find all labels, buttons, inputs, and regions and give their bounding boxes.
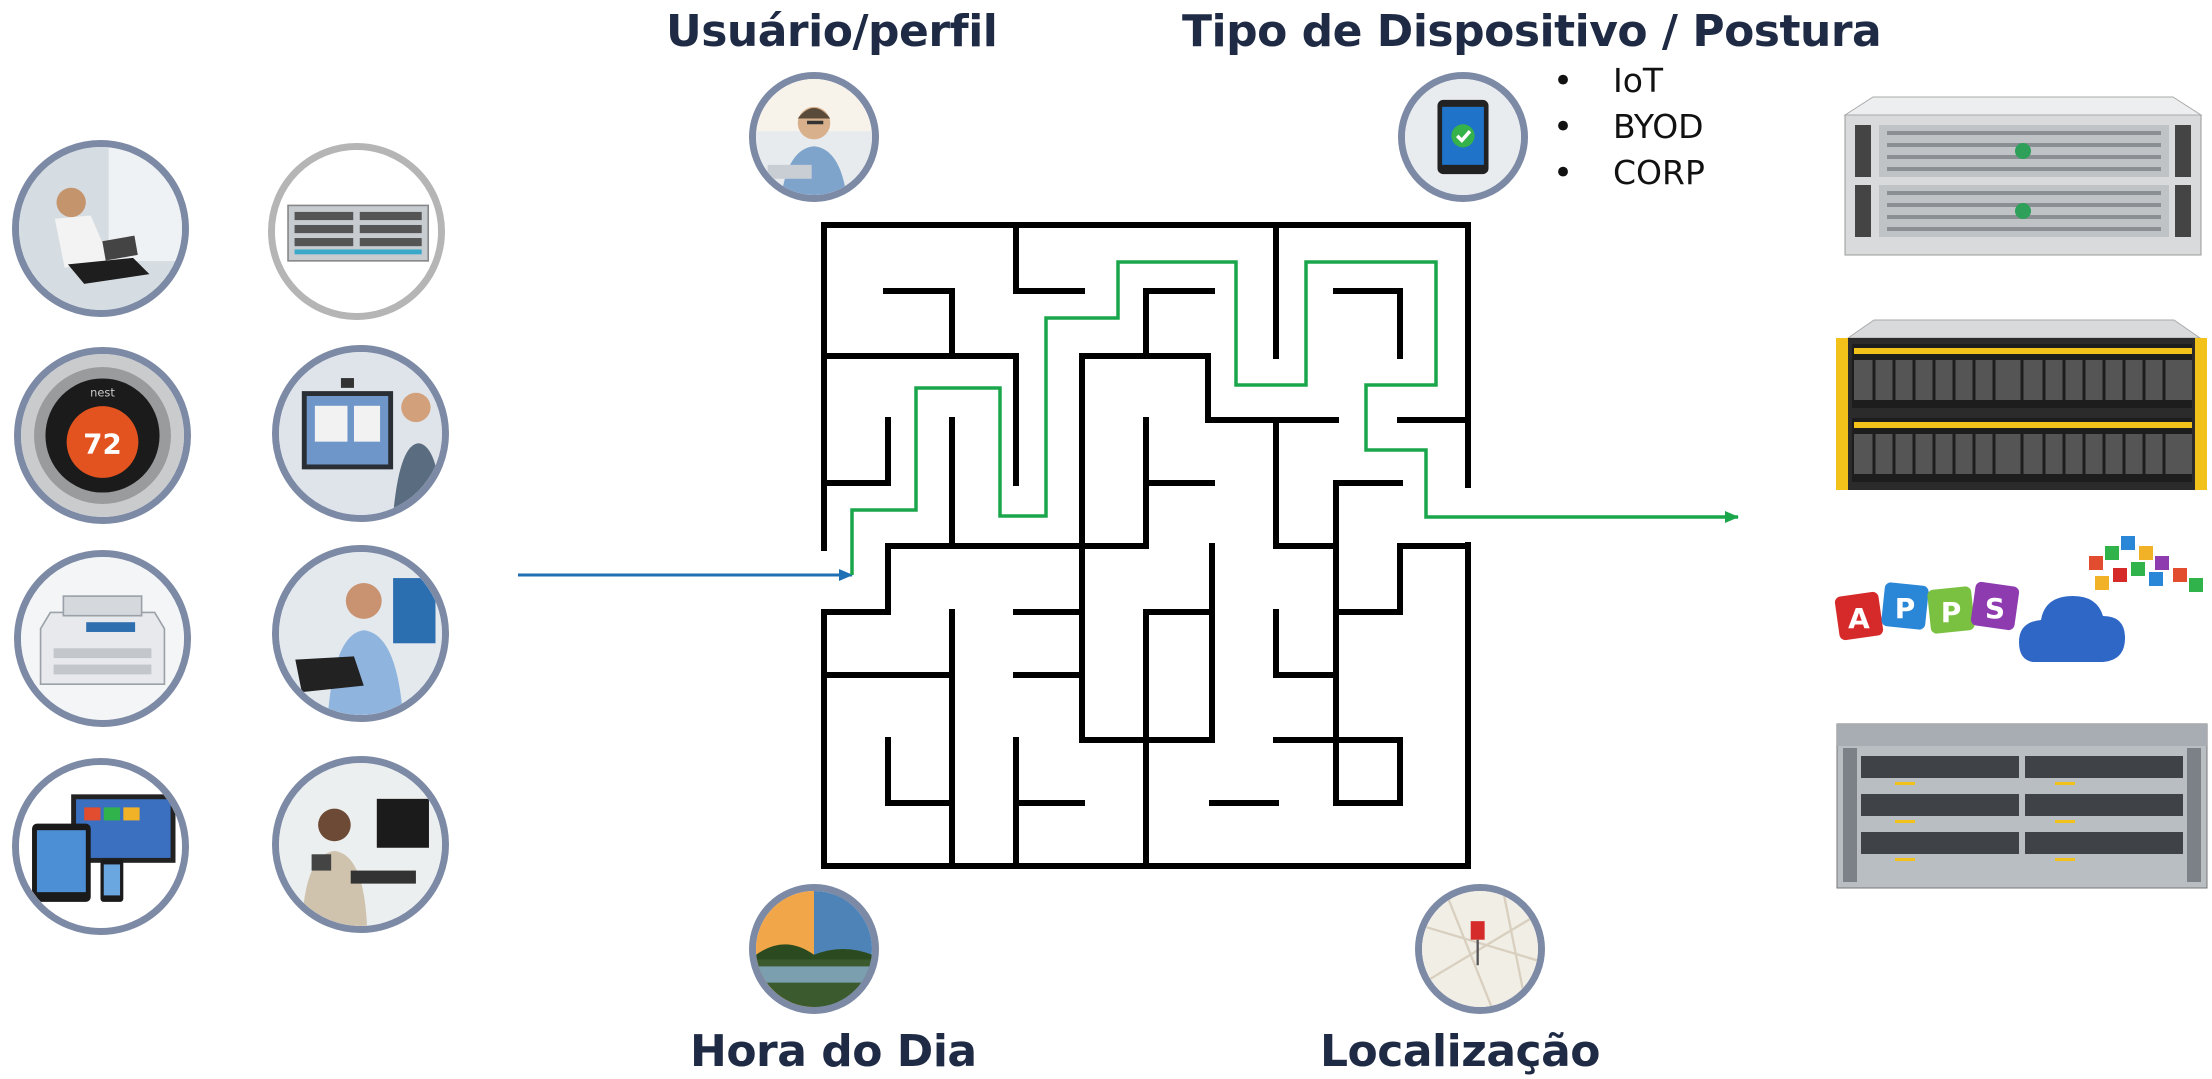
printer-icon: [14, 550, 191, 727]
device-type-iot: IoT: [1553, 58, 1705, 104]
apps-letter-a: A: [1848, 602, 1870, 635]
man-at-laptop-icon: [272, 545, 449, 722]
thermostat-icon: 72 nest: [14, 347, 191, 524]
apps-letter-s: S: [1985, 592, 2005, 625]
device-type-corp: CORP: [1553, 150, 1705, 196]
person-with-laptop-icon: [12, 140, 189, 317]
thermostat-reading: 72: [83, 427, 122, 460]
time-of-day-heading: Hora do Dia: [690, 1026, 977, 1077]
switch-chassis-icon: [1835, 722, 2209, 890]
maze-walls: [821, 222, 1471, 869]
device-type-byod: BYOD: [1553, 104, 1705, 150]
network-switch-icon: [268, 143, 445, 320]
maze-solution-path: [850, 260, 1739, 575]
cloud-icon: [2019, 536, 2203, 662]
device-type-list: IoT BYOD CORP: [1553, 58, 1705, 196]
rack-server-icon: [1843, 95, 2203, 260]
apps-letter-p2: P: [1941, 596, 1962, 629]
apps-cloud-icon: A P P S: [1833, 532, 2209, 672]
location-heading: Localização: [1320, 1026, 1601, 1077]
storage-array-icon: [1834, 318, 2209, 492]
office-worker-icon: [272, 756, 449, 933]
user-profile-photo: [749, 72, 879, 202]
device-type-heading: Tipo de Dispositivo / Postura: [1182, 6, 1882, 57]
apps-letter-p1: P: [1895, 592, 1916, 625]
location-map-pin-icon: [1415, 884, 1545, 1014]
thermostat-brand: nest: [90, 385, 115, 399]
tablet-checkmark-icon: [1398, 72, 1528, 202]
tablet-and-devices-icon: [12, 758, 189, 935]
apps-blocks: A P P S: [1834, 581, 2020, 641]
time-of-day-photo: [749, 884, 879, 1014]
user-profile-heading: Usuário/perfil: [666, 6, 998, 57]
video-conference-icon: [272, 345, 449, 522]
